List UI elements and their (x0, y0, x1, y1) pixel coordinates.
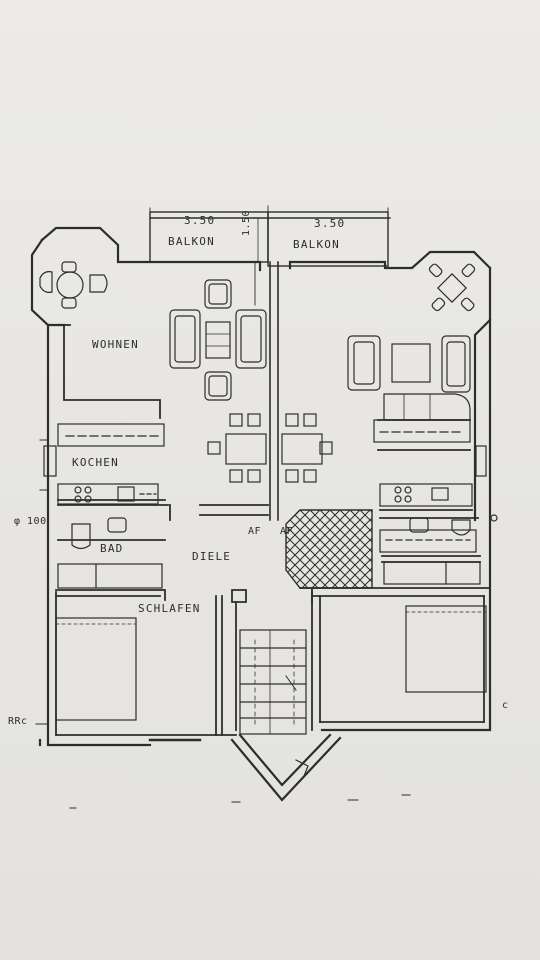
dining-tables (207, 413, 333, 483)
dimension-pipe: φ 100 (14, 516, 47, 527)
bathroom-right-fixtures (379, 514, 498, 585)
marker-af-right: AF (280, 526, 294, 537)
dimension-balkon-left: 3.50 (184, 214, 216, 227)
bathroom-left-fixtures (57, 517, 163, 589)
corner-table-right (428, 263, 476, 312)
exterior-walls (30, 226, 492, 802)
round-table-left (39, 261, 108, 309)
dimension-balkon-right: 3.50 (314, 217, 346, 230)
window-marks (35, 439, 411, 809)
room-label-bad: BAD (100, 542, 124, 555)
marker-af-left: AF (248, 526, 262, 537)
kitchen-right-counters (373, 419, 487, 507)
dimension-balkon-depth: 1.50 (241, 209, 252, 236)
kitchen-left-counters (43, 423, 165, 505)
room-label-schlafen: SCHLAFEN (138, 602, 201, 615)
marker-c-right: c (502, 700, 509, 711)
interior-walls-left (55, 324, 269, 742)
party-wall (254, 261, 279, 521)
staircase (239, 629, 307, 735)
room-label-balkon-right: BALKON (293, 238, 340, 251)
room-label-balkon-left: BALKON (168, 235, 215, 248)
living-furniture-right (347, 335, 471, 421)
hatched-hall-area (285, 509, 373, 589)
marker-rrc: RRc (8, 716, 28, 727)
room-label-diele: DIELE (192, 550, 232, 563)
living-furniture-left (169, 279, 267, 401)
room-label-kochen: KOCHEN (72, 456, 119, 469)
room-label-wohnen: WOHNEN (92, 338, 139, 351)
beds (55, 605, 487, 721)
dimension-ticks (149, 205, 389, 213)
